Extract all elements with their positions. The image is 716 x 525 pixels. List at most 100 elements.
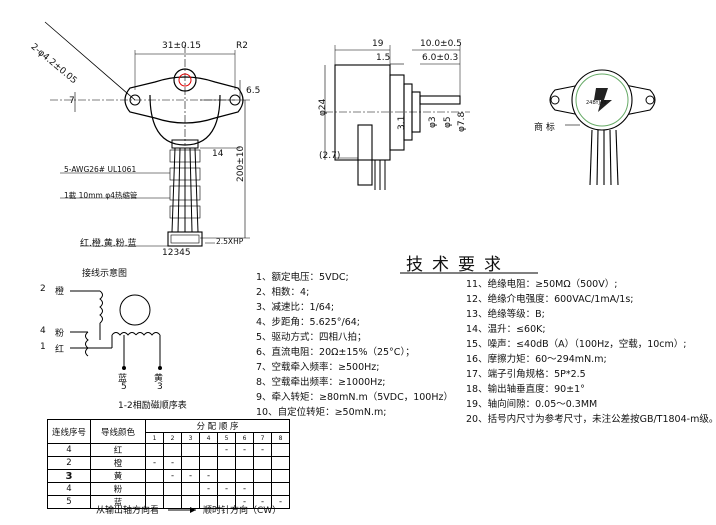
- table-cell-mark: [199, 443, 218, 457]
- table-row: 4 粉 - - -: [47, 482, 290, 496]
- table-step-header: 5: [217, 432, 236, 444]
- spec-item: 19、轴向间隙：0.05～0.3MM: [466, 399, 598, 410]
- pin-numbers-label: 12345: [162, 248, 191, 258]
- table-header-color: 导线颜色: [90, 419, 146, 444]
- table-cell-mark: [181, 443, 200, 457]
- wiring-c4: 粉: [55, 329, 65, 339]
- wiring-c1: 红: [55, 345, 65, 355]
- table-cell-mark: -: [199, 469, 218, 483]
- specs-left-list: 1、额定电压：5VDC; 2、相数：4; 3、减速比：1/64; 4、步距角：5…: [256, 270, 453, 420]
- table-cell-mark: [253, 456, 272, 470]
- spec-item: 13、绝缘等级：B;: [466, 309, 545, 320]
- table-cell-mark: [217, 469, 236, 483]
- wire-spec-label: 5-AWG26# UL1061: [64, 165, 137, 174]
- table-row: 4 红 - - -: [47, 443, 290, 457]
- dim-31: 3.1: [397, 115, 407, 130]
- spec-item: 7、空载牵入频率：≥500Hz;: [256, 362, 380, 373]
- specs-title: 技术要求: [406, 255, 510, 275]
- table-cell-mark: -: [217, 482, 236, 496]
- dim-wire-length: 200±10: [236, 145, 246, 182]
- spec-item: 11、绝缘电阻：≥50MΩ（500V）;: [466, 279, 618, 290]
- wiring-n2: 2: [40, 284, 46, 294]
- dim-10: 10.0±0.5: [420, 39, 462, 49]
- table-cell-mark: -: [235, 482, 254, 496]
- table-step-header: 6: [235, 432, 254, 444]
- sequence-caption: 1-2相励磁顺序表: [118, 401, 187, 411]
- table-cell-mark: -: [181, 469, 200, 483]
- spec-item: 17、端子引角规格：5P*2.5: [466, 369, 586, 380]
- table-cell-mark: [145, 482, 164, 496]
- table-footer-left: 从输出轴方向看: [96, 506, 160, 516]
- table-cell-mark: [271, 456, 290, 470]
- spec-item: 1、额定电压：5VDC;: [256, 272, 349, 283]
- wiring-n1: 1: [40, 342, 46, 352]
- dim-15: 1.5: [376, 53, 391, 63]
- dim-flange-width: 31±0.15: [162, 41, 202, 51]
- table-cell-no: 5: [47, 495, 91, 509]
- sleeve-label: 1截 10mm φ4热缩管: [64, 191, 138, 200]
- table-cell-no: 2: [47, 456, 91, 470]
- table-cell-color: 橙: [90, 456, 146, 470]
- table-cell-mark: [253, 482, 272, 496]
- dim-27: (2.7): [319, 151, 341, 161]
- wiring-c2: 橙: [55, 287, 65, 297]
- table-cell-mark: [271, 482, 290, 496]
- spec-item: 14、温升：≤60K;: [466, 324, 546, 335]
- spec-item: 16、摩擦力矩：60～294mN.m;: [466, 354, 607, 365]
- dim-3: φ3: [428, 116, 438, 128]
- table-step-header: 2: [163, 432, 182, 444]
- spec-item: 18、输出轴垂直度：90±1°: [466, 384, 585, 395]
- wire-colors-label: 红.橙.黄.粉.蓝: [80, 239, 137, 249]
- table-cell-mark: -: [145, 456, 164, 470]
- table-step-header: 7: [253, 432, 272, 444]
- table-cell-no: 4: [47, 482, 91, 496]
- spec-item: 3、减速比：1/64;: [256, 302, 335, 313]
- dim-24: φ24: [318, 98, 328, 116]
- table-step-header: 3: [181, 432, 200, 444]
- table-cell-mark: [217, 456, 236, 470]
- table-cell-mark: [163, 443, 182, 457]
- specs-title-underline: [400, 272, 538, 274]
- table-cell-mark: [181, 482, 200, 496]
- spec-item: 6、直流电阻：20Ω±15%（25°C）；: [256, 347, 415, 358]
- dim-19: 19: [372, 39, 384, 49]
- table-row: 3 黄 - - -: [47, 469, 290, 483]
- specs-right-list: 11、绝缘电阻：≥50MΩ（500V）; 12、绝缘介电强度：600VAC/1m…: [466, 277, 716, 427]
- table-cell-mark: -: [235, 443, 254, 457]
- motor-face-label: 24BYJ48: [586, 100, 607, 106]
- connector-label: 2.5XHP: [216, 237, 244, 246]
- table-cell-mark: -: [199, 482, 218, 496]
- wiring-yellow: 黄: [154, 374, 164, 384]
- spec-item: 8、空载牵出频率：≥1000Hz;: [256, 377, 386, 388]
- table-cell-mark: -: [163, 456, 182, 470]
- spec-item: 4、步距角：5.625°/64;: [256, 317, 360, 328]
- table-step-header: 1: [145, 432, 164, 444]
- table-step-header: 4: [199, 432, 218, 444]
- table-cell-color: 黄: [90, 469, 146, 483]
- table-cell-no: 4: [47, 443, 91, 457]
- table-cell-no: 3: [47, 469, 91, 483]
- table-cell-mark: [235, 456, 254, 470]
- wiring-yellow-n: 3: [157, 382, 163, 392]
- direction-arrow: [168, 507, 196, 513]
- excitation-sequence-table: 连线序号 导线颜色 分 配 顺 序 1 2 3 4 5 6 7 8 4 红 - …: [47, 419, 290, 509]
- spec-item: 10、自定位转矩：≥50mN.m;: [256, 407, 387, 418]
- table-row: 5 蓝 - - -: [47, 495, 290, 509]
- table-cell-mark: [163, 482, 182, 496]
- wiring-blue: 蓝: [118, 374, 128, 384]
- table-cell-mark: [145, 469, 164, 483]
- table-cell-mark: [253, 469, 272, 483]
- spec-item: 9、牵入转矩：≥80mN.m（5VDC，100Hz）: [256, 392, 453, 403]
- dim-height-65: 6.5: [246, 86, 261, 96]
- table-step-header: 8: [271, 432, 290, 444]
- logo-label: 商 标: [534, 123, 555, 133]
- table-cell-mark: [235, 469, 254, 483]
- table-cell-mark: [271, 469, 290, 483]
- table-cell-mark: [199, 456, 218, 470]
- table-row: 2 橙 - -: [47, 456, 290, 470]
- dim-14: 14: [212, 149, 224, 159]
- spec-item: 20、括号内尺寸为参考尺寸，未注公差按GB/T1804-m级。: [466, 414, 716, 425]
